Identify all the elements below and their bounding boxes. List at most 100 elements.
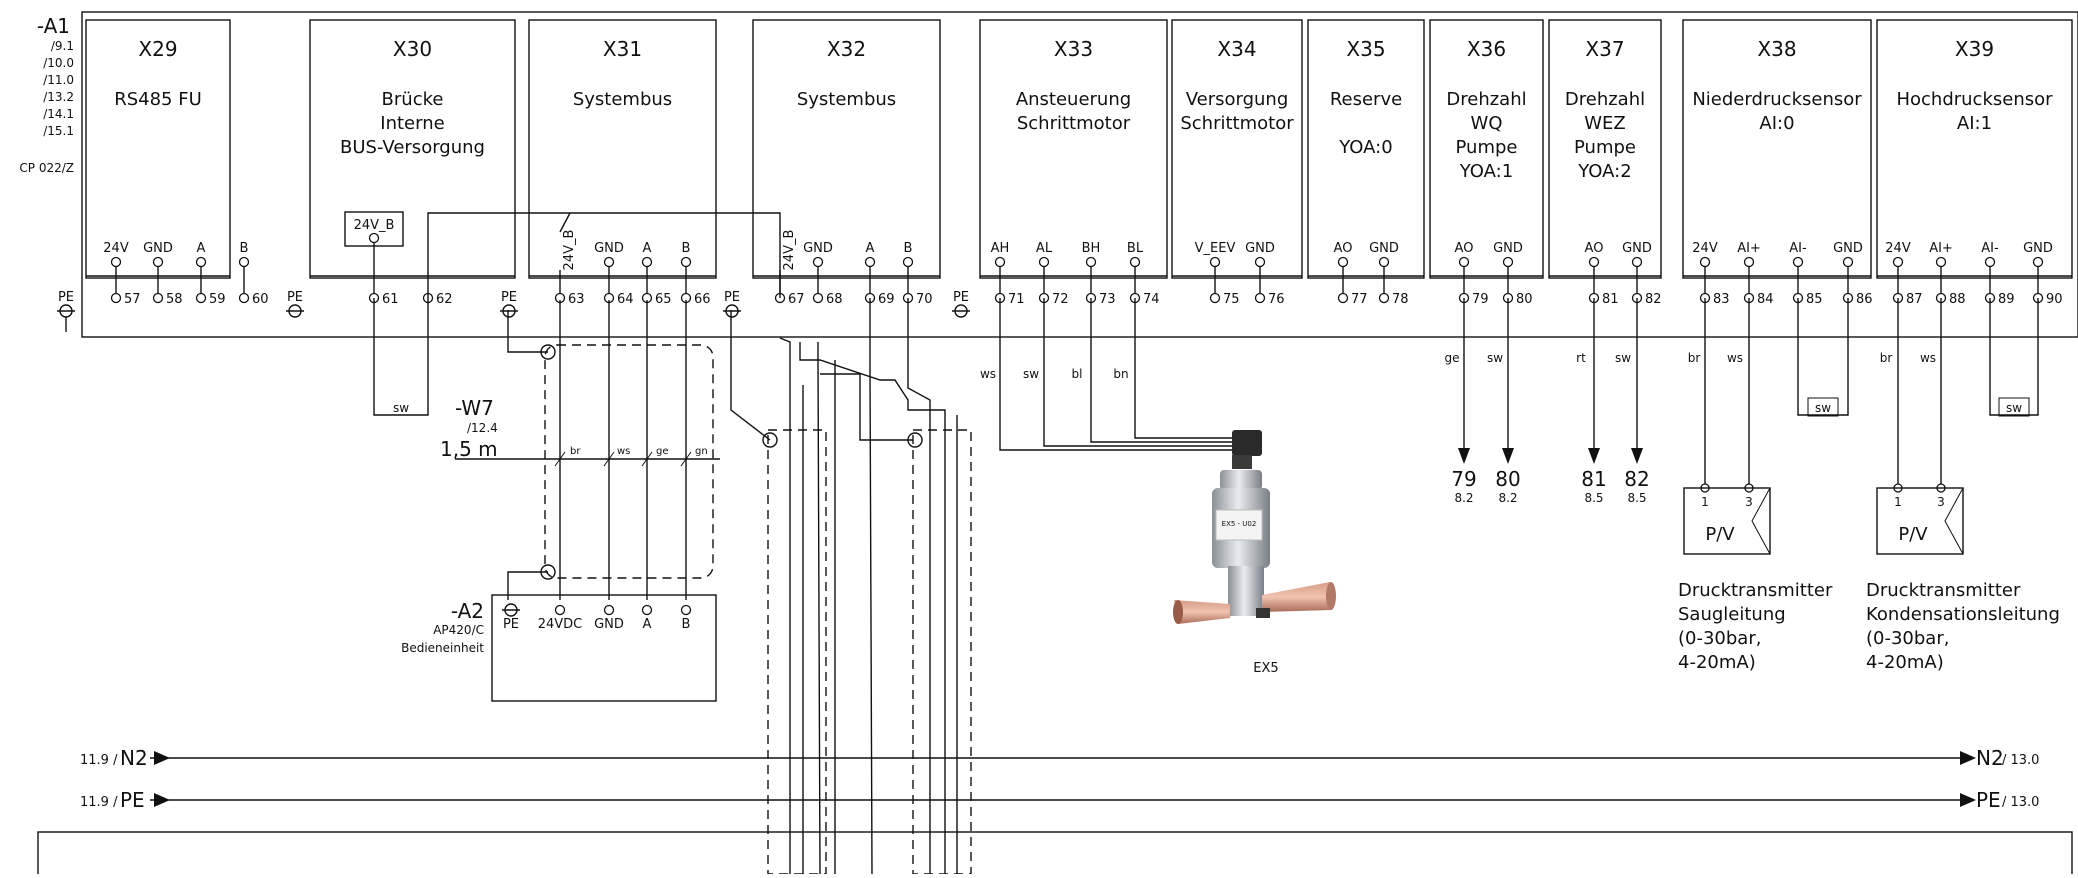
pin-contact [812, 256, 824, 268]
pin-label: GND [1833, 241, 1863, 256]
pin-contact [1984, 256, 1996, 268]
block-id: X32 [827, 37, 866, 61]
block-id: X33 [1054, 37, 1093, 61]
pin-contact [902, 256, 914, 268]
pin-contact [994, 256, 1006, 268]
terminal-number: 60 [252, 292, 269, 307]
panel-pe-symbol [502, 603, 520, 617]
sensor-pin: 1 [1701, 495, 1709, 509]
x37-wire-color: rt [1576, 351, 1586, 365]
device-ref: /9.1 [51, 39, 74, 53]
pin-label: GND [1622, 241, 1652, 256]
terminal-number: 77 [1351, 292, 1368, 307]
block-desc: Pumpe [1574, 137, 1636, 158]
terminal-number: 67 [788, 292, 805, 307]
pin-contact [864, 256, 876, 268]
sensor-pin: 3 [1745, 495, 1753, 509]
block-desc: Systembus [797, 89, 896, 110]
pe-label: PE [287, 290, 303, 305]
output-number: 81 [1581, 467, 1606, 491]
pe-symbol: PE [952, 290, 970, 318]
sensor-desc: (0-30bar, [1866, 628, 1949, 649]
pin-contact [1892, 256, 1904, 268]
sensor-desc: Drucktransmitter [1866, 580, 2021, 601]
block-box [1307, 19, 1425, 279]
terminal [1209, 292, 1221, 304]
pin-label: V_EEV [1195, 241, 1236, 256]
core-color: ws [617, 446, 630, 457]
cable-w7: br ws ge gn -W7 /12.4 1,5 m [440, 300, 720, 600]
terminal-number: 63 [568, 292, 585, 307]
bottom-frame [37, 831, 2073, 878]
pin-label: 24V_B [562, 230, 577, 271]
sensor-desc: 4-20mA) [1678, 652, 1756, 673]
block-desc: AI:0 [1759, 113, 1794, 134]
pin-contact [368, 232, 380, 244]
rail-left-ref: 11.9 / [80, 795, 118, 810]
block-box [979, 19, 1168, 279]
rail-n2: 11.9 / N2 N2 / 13.0 [80, 746, 2039, 770]
terminal [1254, 292, 1266, 304]
core-color: br [570, 446, 581, 457]
pin-label: GND [1369, 241, 1399, 256]
pin-label: A [866, 241, 875, 256]
block-box [1682, 19, 1872, 279]
block-desc: BUS-Versorgung [340, 137, 485, 158]
sensor-pin: 1 [1894, 495, 1902, 509]
terminal-number: 88 [1949, 292, 1966, 307]
sensor-desc: Saugleitung [1678, 604, 1786, 625]
x37-wire-color: sw [1615, 351, 1631, 365]
pin-label: A [643, 241, 652, 256]
output-ref: 8.5 [1627, 491, 1646, 505]
device-model: CP 022/Z [19, 161, 74, 175]
pin-label: B [904, 241, 913, 256]
panel-pin: GND [594, 617, 624, 632]
core-color: ge [656, 446, 669, 457]
block-id: X37 [1585, 37, 1624, 61]
rail-name: N2 [1976, 746, 2004, 770]
pin-contact [1209, 256, 1221, 268]
block-id: X31 [603, 37, 642, 61]
block-box [528, 19, 717, 279]
terminal-number: 57 [124, 292, 141, 307]
rail-name: N2 [120, 746, 148, 770]
x30-bridge: sw [373, 212, 781, 416]
pin-label: GND [2023, 241, 2053, 256]
terminal-number: 69 [878, 292, 895, 307]
sensor-desc: Drucktransmitter [1678, 580, 1833, 601]
pin-label: BL [1127, 241, 1144, 256]
block-desc: Drehzahl [1446, 89, 1526, 110]
pin-contact [1935, 256, 1947, 268]
pe-label: PE [501, 290, 517, 305]
pin-label: 24V_B [782, 230, 797, 271]
pin-contact [1631, 256, 1643, 268]
pin-contact [1743, 256, 1755, 268]
x38-wire-color: sw [1815, 401, 1831, 415]
terminal [238, 292, 250, 304]
x39-wire-color: br [1880, 351, 1893, 365]
pin-contact [680, 256, 692, 268]
block-desc: AI:1 [1957, 113, 1992, 134]
terminal-number: 90 [2046, 292, 2063, 307]
block-desc: Hochdrucksensor [1896, 89, 2053, 110]
x39-wire-color: ws [1920, 351, 1936, 365]
sensor-desc: (0-30bar, [1678, 628, 1761, 649]
terminal-number: 74 [1143, 292, 1160, 307]
device-header: -A1 /9.1 /10.0 /11.0 /13.2 /14.1 /15.1 C… [19, 14, 74, 175]
block-id: X38 [1757, 37, 1796, 61]
device-ref: /10.0 [43, 56, 74, 70]
valve-wire-color: ws [980, 367, 996, 381]
terminal-number: 83 [1713, 292, 1730, 307]
terminal-number: 80 [1516, 292, 1533, 307]
terminal [1337, 292, 1349, 304]
block-desc: WEZ [1584, 113, 1626, 134]
pin-contact [1038, 256, 1050, 268]
pin-label: AH [991, 241, 1010, 256]
block-id: X34 [1217, 37, 1256, 61]
block-desc: Niederdrucksensor [1692, 89, 1862, 110]
